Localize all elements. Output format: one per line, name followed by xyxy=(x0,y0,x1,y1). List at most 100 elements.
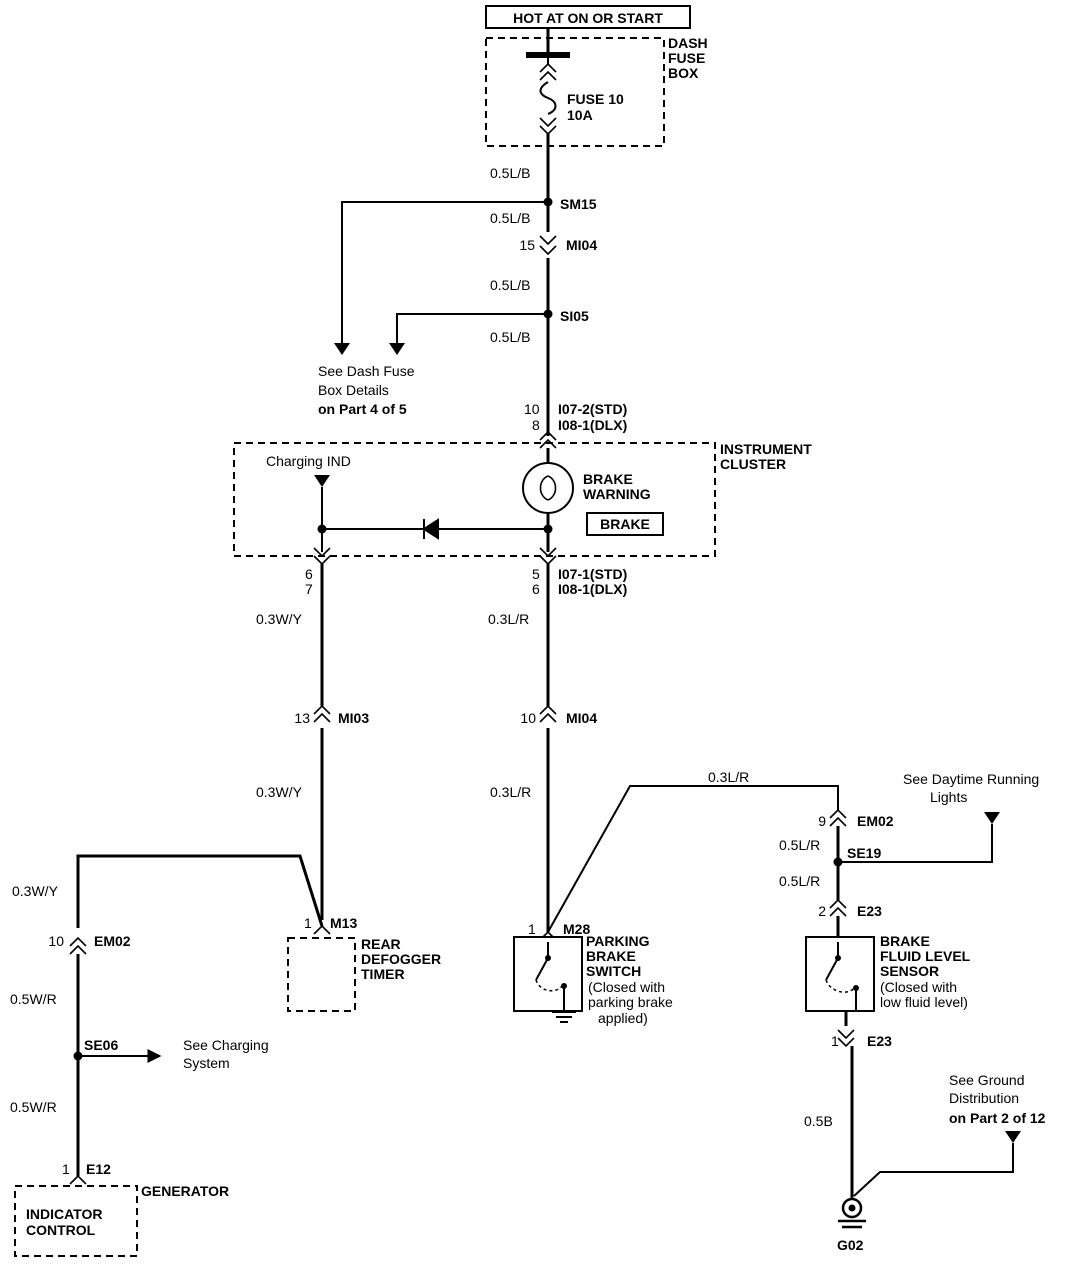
connector-e12-pin: 1 xyxy=(62,1161,70,1177)
note-ground-line3: on Part 2 of 12 xyxy=(949,1110,1046,1126)
connector-m13-pin: 1 xyxy=(304,915,312,931)
rear-defogger-line2: DEFOGGER xyxy=(361,951,441,967)
branch-si05-arrow-icon xyxy=(389,343,405,355)
brake-warning-line1: BRAKE xyxy=(583,471,633,487)
splice-si05-label: SI05 xyxy=(560,308,589,324)
fuse-element-icon xyxy=(539,58,557,115)
note-ground-line2: Distribution xyxy=(949,1090,1019,1106)
fuse-busbar xyxy=(526,52,570,58)
connector-em02-right-pin: 9 xyxy=(818,813,826,829)
parking-switch-contact-dot xyxy=(561,983,567,989)
dash-fuse-box: DASH FUSE BOX FUSE 10 10A xyxy=(485,28,708,147)
indicator-control-line2: CONTROL xyxy=(26,1222,96,1238)
wire-label-center-1: 0.3L/R xyxy=(488,611,529,627)
fuse-top-terminal-icon xyxy=(539,62,557,81)
connector-mi04-center-icon xyxy=(539,704,557,723)
cluster-left-pin-std: 6 xyxy=(305,566,313,582)
branch-sm15-arrow-icon xyxy=(334,343,350,355)
power-source-label: HOT AT ON OR START xyxy=(485,5,691,29)
cluster-top-conn-dlx: I08-1(DLX) xyxy=(558,417,627,433)
wire-label-left-2: 0.3W/Y xyxy=(256,784,303,800)
cluster-name-line2: CLUSTER xyxy=(720,456,786,472)
connector-em02-right-label: EM02 xyxy=(857,813,894,829)
cluster-top-pin-dlx: 8 xyxy=(532,417,540,433)
connector-m28-label: M28 xyxy=(563,921,590,937)
parking-note-line1: (Closed with xyxy=(588,979,665,995)
cluster-right-pin-dlx: 6 xyxy=(532,581,540,597)
connector-mi03-label: MI03 xyxy=(338,710,369,726)
note-drl-line1: See Daytime Running xyxy=(903,771,1039,787)
sensor-note-line2: low fluid level) xyxy=(880,994,968,1010)
brake-badge-outline xyxy=(586,512,664,536)
splice-se06-label: SE06 xyxy=(84,1037,118,1053)
note-charging-line2: System xyxy=(183,1055,230,1071)
connector-mi04-center-label: MI04 xyxy=(566,710,597,726)
parking-switch-pivot-dot xyxy=(545,955,551,961)
connector-mi04-top-label: MI04 xyxy=(566,237,597,253)
note-charging-line1: See Charging xyxy=(183,1037,269,1053)
parking-note-line2: parking brake xyxy=(588,994,673,1010)
wire-label-center-2: 0.3L/R xyxy=(490,784,531,800)
instrument-cluster: 10 I07-2(STD) 8 I08-1(DLX) INSTRUMENT CL… xyxy=(233,401,812,597)
connector-mi04-top-pin: 15 xyxy=(519,237,535,253)
connector-mi03-icon xyxy=(313,704,331,723)
connector-m13-label: M13 xyxy=(330,915,357,931)
connector-e23-top-label: E23 xyxy=(857,903,882,919)
ground-note-arrow-icon xyxy=(1005,1131,1021,1143)
connector-e12-icon xyxy=(69,1174,87,1185)
connector-m28-pin: 1 xyxy=(528,921,536,937)
ground-g02-label: G02 xyxy=(837,1237,864,1253)
fuse-number: FUSE 10 xyxy=(567,91,624,107)
connector-m13-icon xyxy=(313,924,331,935)
parking-brake-line2: BRAKE xyxy=(586,948,636,964)
wire-label-left-5: 0.5W/R xyxy=(10,1099,57,1115)
parking-switch-ground-icon xyxy=(552,1011,576,1023)
ground-g02-center-dot xyxy=(848,1204,856,1212)
connector-e23-bottom-icon xyxy=(837,1029,855,1048)
connector-mi04-top-icon xyxy=(539,235,557,256)
parking-note-line3: applied) xyxy=(598,1010,648,1026)
connector-em02-left-pin: 10 xyxy=(48,933,64,949)
sensor-line3: SENSOR xyxy=(880,963,939,979)
fuse-box-outline xyxy=(485,37,665,147)
brake-fluid-link-wire xyxy=(547,785,839,933)
parking-switch-arc-icon xyxy=(535,979,563,992)
fuse-box-name-line3: BOX xyxy=(668,65,699,81)
connector-e12-label: E12 xyxy=(86,1161,111,1177)
wire-label-right-3: 0.5B xyxy=(804,1113,833,1129)
parking-brake-line1: PARKING xyxy=(586,933,650,949)
branch-sm15-wire xyxy=(341,201,548,346)
fuse-box-name-line1: DASH xyxy=(668,35,708,51)
splice-se19-label: SE19 xyxy=(847,845,881,861)
cluster-top-conn-std: I07-2(STD) xyxy=(558,401,627,417)
indicator-control-line1: INDICATOR xyxy=(26,1206,102,1222)
note-drl-line2: Lights xyxy=(930,789,967,805)
rear-defogger-line3: TIMER xyxy=(361,966,405,982)
rear-defogger-timer-box xyxy=(287,937,356,1012)
wire-label-right-1: 0.5L/R xyxy=(779,837,820,853)
connector-em02-left-icon xyxy=(69,936,87,955)
diode-icon xyxy=(422,518,439,540)
connector-e23-top-pin: 2 xyxy=(818,903,826,919)
parking-brake-line3: SWITCH xyxy=(586,963,641,979)
connector-e23-bottom-pin: 1 xyxy=(831,1033,839,1049)
note-fusebox-line3: on Part 4 of 5 xyxy=(318,401,407,417)
wire-label-right-2: 0.5L/R xyxy=(779,873,820,889)
branch-si05-wire xyxy=(396,313,548,346)
cluster-name-line1: INSTRUMENT xyxy=(720,441,812,457)
power-source-text: HOT AT ON OR START xyxy=(513,10,663,26)
connector-e23-bottom-label: E23 xyxy=(867,1033,892,1049)
fuse-rating: 10A xyxy=(567,107,593,123)
connector-mi04-center-pin: 10 xyxy=(520,710,536,726)
cluster-outline xyxy=(233,442,716,557)
cluster-left-pin-dlx: 7 xyxy=(305,581,313,597)
cluster-right-pin-std: 5 xyxy=(532,566,540,582)
cluster-bottom-conn-dlx: I08-1(DLX) xyxy=(558,581,627,597)
wire-label-main-4: 0.5L/B xyxy=(490,329,530,345)
sensor-line2: FLUID LEVEL xyxy=(880,948,971,964)
wire-label-left-4: 0.5W/R xyxy=(10,991,57,1007)
brake-fluid-sensor-box xyxy=(805,936,875,1012)
generator-box xyxy=(14,1185,138,1257)
connector-e23-top-icon xyxy=(829,898,847,917)
